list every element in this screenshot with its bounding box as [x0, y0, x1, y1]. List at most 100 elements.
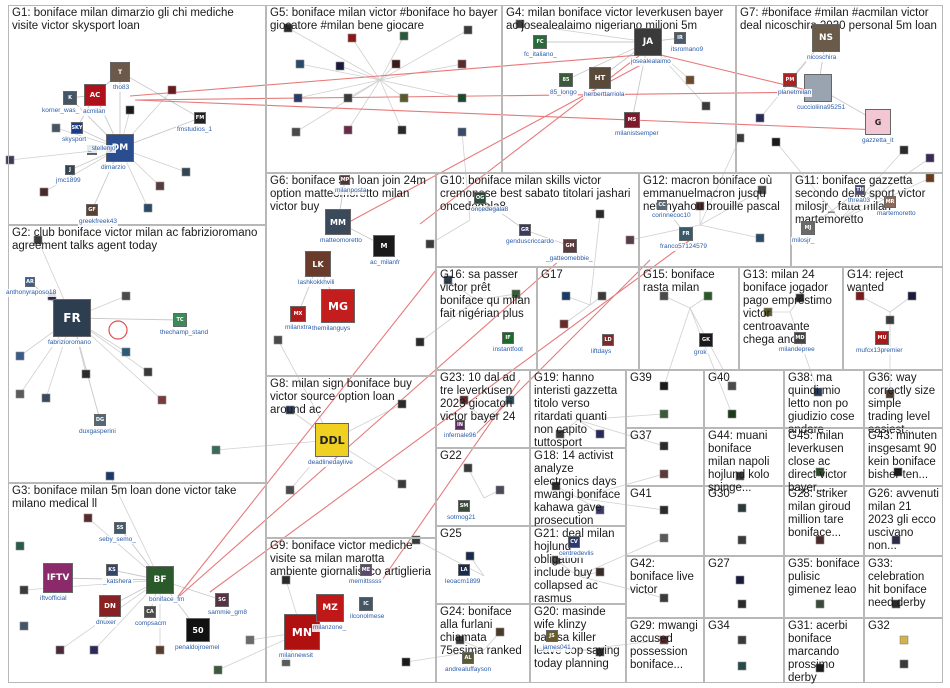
graph-node[interactable]	[885, 389, 895, 399]
graph-node[interactable]	[855, 291, 865, 301]
node-avatar-planetmilan[interactable]: PM	[783, 73, 797, 87]
node-avatar-genduscriccardo[interactable]: GR	[519, 224, 531, 236]
graph-node[interactable]	[815, 663, 825, 673]
graph-node[interactable]	[281, 575, 291, 585]
graph-node[interactable]	[899, 659, 909, 669]
node-avatar-ilconolmese[interactable]: IC	[359, 597, 373, 611]
graph-node[interactable]	[495, 485, 505, 495]
node-avatar-grok[interactable]: GK	[699, 333, 713, 347]
node-avatar-oncedegala8[interactable]: OG	[474, 192, 486, 204]
graph-node[interactable]	[737, 599, 747, 609]
node-avatar-tho83[interactable]: T	[110, 62, 130, 82]
node-avatar-josealealaimo[interactable]: JA	[634, 28, 662, 56]
graph-node[interactable]	[347, 33, 357, 43]
node-avatar-milanistsemper[interactable]: MS	[624, 112, 640, 128]
graph-node[interactable]	[397, 479, 407, 489]
node-avatar-matteomoretto[interactable]: MM	[325, 209, 351, 235]
node-avatar-milanxtra[interactable]: MX	[290, 306, 306, 322]
node-avatar-iftvofficial[interactable]: IFTV	[43, 563, 73, 593]
graph-node[interactable]	[391, 59, 401, 69]
graph-node[interactable]	[465, 551, 475, 561]
graph-node[interactable]	[925, 173, 935, 183]
graph-node[interactable]	[81, 369, 91, 379]
graph-node[interactable]	[39, 187, 49, 197]
graph-node[interactable]	[155, 645, 165, 655]
graph-node[interactable]	[555, 429, 565, 439]
graph-node[interactable]	[899, 145, 909, 155]
node-avatar-itsromano9[interactable]: IR	[674, 32, 686, 44]
graph-node[interactable]	[659, 381, 669, 391]
graph-node[interactable]	[155, 181, 165, 191]
node-avatar-jmc1899[interactable]: J	[65, 165, 75, 175]
node-avatar-thechamp-stand[interactable]: TC	[173, 313, 187, 327]
graph-node[interactable]	[893, 467, 903, 477]
graph-node[interactable]	[885, 315, 895, 325]
node-avatar--james041[interactable]: JS	[546, 630, 558, 642]
graph-node[interactable]	[703, 291, 713, 301]
graph-node[interactable]	[273, 335, 283, 345]
node-avatar--katshera[interactable]: KS	[106, 564, 118, 576]
node-avatar-memittssss[interactable]: ME	[360, 564, 372, 576]
graph-node[interactable]	[245, 635, 255, 645]
graph-node[interactable]	[595, 209, 605, 219]
node-avatar-centredevlis[interactable]: CV	[568, 536, 580, 548]
graph-node[interactable]	[463, 463, 473, 473]
graph-node[interactable]	[659, 505, 669, 515]
graph-node[interactable]	[551, 555, 561, 565]
graph-node[interactable]	[15, 389, 25, 399]
graph-node[interactable]	[213, 665, 223, 675]
graph-node[interactable]	[695, 201, 705, 211]
graph-node[interactable]	[15, 351, 25, 361]
graph-node[interactable]	[51, 123, 61, 133]
graph-node[interactable]	[737, 503, 747, 513]
node-avatar-franco57124579[interactable]: FR	[679, 227, 693, 241]
graph-node[interactable]	[463, 25, 473, 35]
graph-node[interactable]	[595, 647, 605, 657]
node-avatar-corinnecoc10[interactable]: CC	[657, 200, 667, 210]
graph-node[interactable]	[813, 387, 823, 397]
graph-node[interactable]	[595, 429, 605, 439]
graph-node[interactable]	[737, 661, 747, 671]
graph-node[interactable]	[771, 137, 781, 147]
node-avatar-gazzetta-it[interactable]: G	[865, 109, 891, 135]
graph-node[interactable]	[505, 395, 515, 405]
graph-node[interactable]	[561, 291, 571, 301]
graph-node[interactable]	[157, 395, 167, 405]
graph-node[interactable]	[181, 167, 191, 177]
node-avatar-duxgasperini[interactable]: DG	[94, 414, 106, 426]
graph-node[interactable]	[727, 381, 737, 391]
node-avatar-boniface-fm[interactable]: BF	[146, 566, 174, 594]
graph-node[interactable]	[89, 645, 99, 655]
node-avatar-korner-was-[interactable]: K	[63, 91, 77, 105]
node-avatar-cuccioliina95251[interactable]	[804, 74, 832, 102]
node-avatar-leoacm1899[interactable]: LA	[458, 564, 470, 576]
node-avatar-milanzone-[interactable]: MZ	[316, 594, 344, 622]
graph-node[interactable]	[659, 469, 669, 479]
graph-node[interactable]	[727, 409, 737, 419]
node-avatar-sammie-gm8[interactable]: SG	[215, 593, 229, 607]
graph-node[interactable]	[415, 337, 425, 347]
node-avatar-fmstudios-1[interactable]: FM	[194, 112, 206, 124]
node-avatar-fc-italiano-[interactable]: FC	[533, 35, 547, 49]
graph-node[interactable]	[737, 535, 747, 545]
node-avatar-themilanguys[interactable]: MG	[321, 289, 355, 323]
node-avatar-milosjr-[interactable]: MJ	[801, 221, 815, 235]
graph-node[interactable]	[397, 125, 407, 135]
graph-node[interactable]	[33, 235, 43, 245]
node-avatar-infernale96[interactable]: IN	[455, 420, 465, 430]
graph-node[interactable]	[425, 239, 435, 249]
graph-node[interactable]	[211, 445, 221, 455]
graph-node[interactable]	[891, 535, 901, 545]
graph-node[interactable]	[411, 535, 421, 545]
graph-node[interactable]	[685, 75, 695, 85]
graph-node[interactable]	[815, 467, 825, 477]
graph-node[interactable]	[595, 505, 605, 515]
node-avatar-milandepree[interactable]: MD	[794, 332, 806, 344]
graph-node[interactable]	[763, 307, 773, 317]
graph-node[interactable]	[511, 289, 521, 299]
graph-node[interactable]	[335, 61, 345, 71]
node-avatar-skysport[interactable]: SKY	[71, 122, 83, 134]
graph-node[interactable]	[399, 31, 409, 41]
node-avatar-compsacm[interactable]: CA	[144, 606, 156, 618]
graph-node[interactable]	[125, 105, 135, 115]
